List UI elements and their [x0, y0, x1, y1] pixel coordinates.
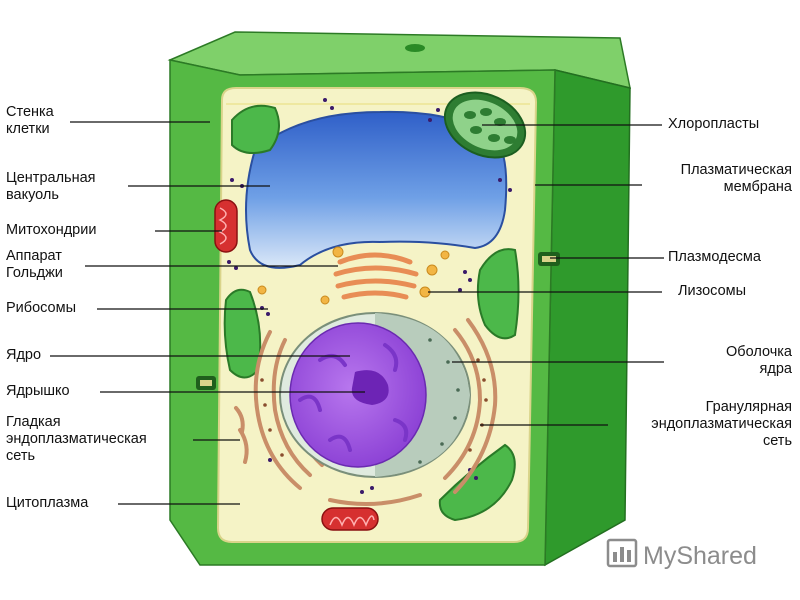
- plasmodesma-left: [196, 376, 216, 390]
- watermark-text: MyShared: [643, 542, 757, 570]
- label-chloroplasts: Хлоропласты: [668, 116, 760, 132]
- label-lysosomes: Лизосомы: [678, 283, 747, 299]
- nucleolus: [351, 370, 389, 405]
- label-mitochondria: Митохондрии: [6, 222, 97, 238]
- central-vacuole: [245, 110, 508, 269]
- label-nucleolus: Ядрышко: [6, 383, 70, 399]
- lysosomes: [257, 246, 450, 305]
- chloroplast-left-top: [231, 104, 280, 155]
- mitochondrion-bottom: [321, 507, 379, 531]
- chloroplast-left-mid: [223, 288, 262, 379]
- leader-lines: [50, 121, 664, 505]
- golgi-apparatus: [333, 252, 419, 300]
- label-ribosomes: Рибосомы: [6, 300, 77, 316]
- mitochondrion-left: [214, 199, 238, 253]
- myshared-logo: MyShared: [606, 538, 757, 570]
- plasmodesma-right: [538, 252, 560, 266]
- nucleus: [279, 312, 471, 478]
- label-cytoplasm: Цитоплазма: [6, 495, 89, 511]
- chloroplast-right-bottom: [438, 443, 516, 522]
- label-nucleus: Ядро: [6, 347, 42, 363]
- er-ribosome-dots: [260, 358, 488, 457]
- label-plasmodesma: Плазмодесма: [668, 249, 761, 265]
- chloroplast-right-mid: [476, 248, 520, 340]
